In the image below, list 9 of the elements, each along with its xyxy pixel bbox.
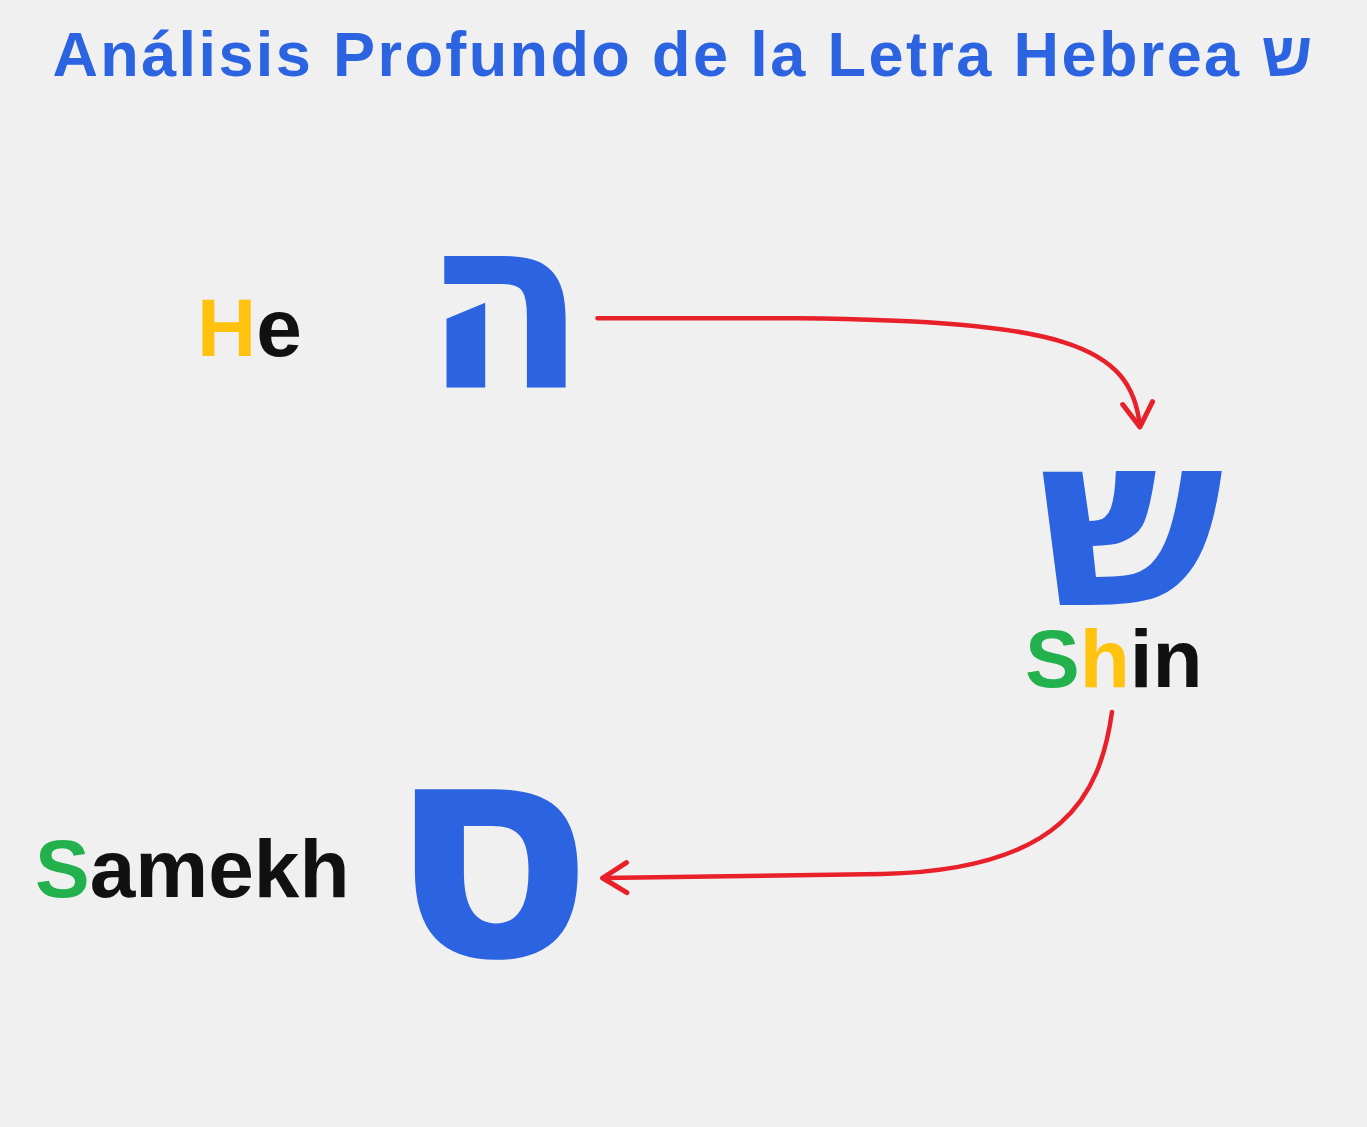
hebrew-letter: ס bbox=[387, 741, 595, 961]
letter-name: Shin bbox=[1025, 618, 1203, 700]
letter-name: Samekh bbox=[35, 828, 350, 910]
title: Análisis Profundo de la Letra Hebrea ש bbox=[52, 20, 1315, 90]
letter-name: He bbox=[197, 287, 302, 369]
hebrew-letter: ש bbox=[1038, 433, 1224, 610]
curved-arrow bbox=[595, 315, 1154, 430]
hebrew-letter: ה bbox=[422, 218, 588, 391]
curved-arrow bbox=[600, 709, 1115, 896]
